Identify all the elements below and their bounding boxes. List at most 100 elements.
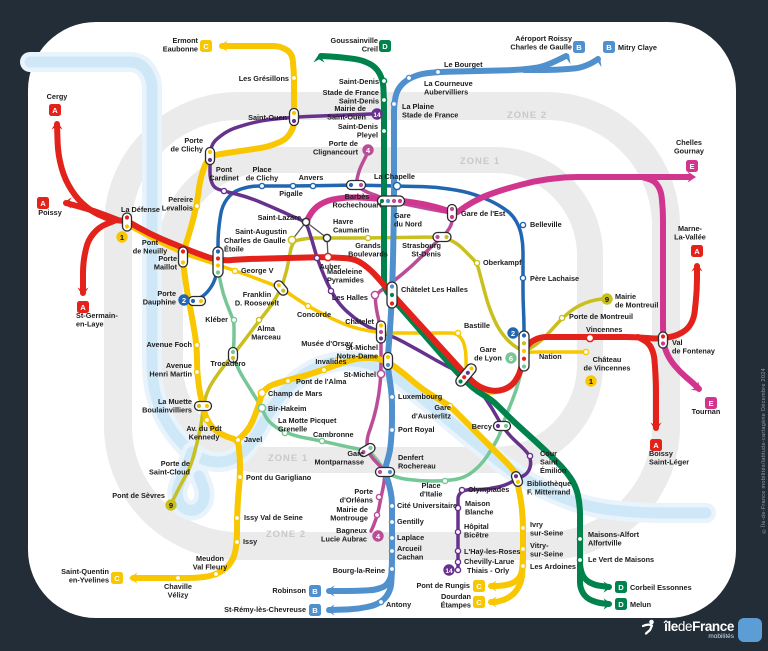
line-badge-C: C bbox=[473, 596, 485, 608]
svg-text:A: A bbox=[80, 303, 86, 312]
station-label: Le Vert de Maisons bbox=[588, 555, 654, 564]
line-A bbox=[80, 218, 117, 296]
interchange-station bbox=[374, 466, 396, 478]
station-dot bbox=[236, 473, 244, 481]
terminus-arrow bbox=[687, 171, 696, 183]
line-badge-A: A bbox=[650, 439, 662, 451]
svg-text:E: E bbox=[708, 399, 713, 408]
station-dot bbox=[380, 96, 388, 104]
station-dot bbox=[582, 348, 590, 356]
interchange-station bbox=[177, 246, 189, 268]
zone-label: ZONE 2 bbox=[266, 529, 306, 540]
svg-text:C: C bbox=[476, 598, 482, 607]
line-badge-D: D bbox=[379, 40, 391, 52]
svg-text:A: A bbox=[40, 199, 46, 208]
station-dot bbox=[519, 274, 527, 282]
line-badge-B: B bbox=[603, 41, 615, 53]
river-seine bbox=[20, 52, 716, 523]
station-dot bbox=[258, 182, 266, 190]
station-dot bbox=[558, 314, 566, 322]
line-badge-B: B bbox=[573, 41, 585, 53]
station-label: Melun bbox=[630, 600, 651, 609]
station-dot bbox=[233, 514, 241, 522]
svg-text:B: B bbox=[606, 43, 612, 52]
terminus-arrow bbox=[77, 287, 89, 296]
station-dot bbox=[234, 436, 242, 444]
station-label: Antony bbox=[386, 600, 412, 609]
station-label: Pont de Sèvres bbox=[112, 491, 165, 500]
terminus-arrow bbox=[51, 121, 63, 130]
station-label: Cergy bbox=[47, 92, 69, 101]
line-badge-6: 6 bbox=[505, 352, 517, 364]
station-dot bbox=[388, 534, 396, 542]
station-dot bbox=[458, 486, 466, 494]
station-label: Gentilly bbox=[397, 517, 425, 526]
station-ring bbox=[376, 369, 386, 379]
line-D bbox=[318, 53, 387, 199]
interchange-station bbox=[518, 330, 530, 372]
interchange-station bbox=[345, 179, 367, 191]
svg-text:9: 9 bbox=[169, 501, 173, 510]
station-dot bbox=[220, 187, 228, 195]
station-label: Avenue Foch bbox=[146, 340, 192, 349]
idf-logo-icon bbox=[641, 618, 762, 642]
station-label: Les Halles bbox=[332, 293, 368, 302]
station-label: Thiais - Orly bbox=[467, 566, 510, 575]
station-dot bbox=[454, 528, 462, 536]
station-dot bbox=[233, 538, 241, 546]
station-dot bbox=[174, 574, 182, 582]
station-label: Gare de l'Est bbox=[461, 209, 506, 218]
station-label: Père Lachaise bbox=[530, 274, 579, 283]
station-label: La Défense bbox=[121, 205, 160, 214]
station-label: Les Grésillons bbox=[239, 74, 289, 83]
station-label: Port Royal bbox=[398, 425, 435, 434]
station-dot bbox=[289, 182, 297, 190]
interchange-station bbox=[376, 195, 406, 207]
station-label: Saint-Augustin bbox=[235, 227, 287, 236]
station-label: Olympiades bbox=[468, 485, 509, 494]
line-badge-4: 4 bbox=[372, 530, 384, 542]
svg-text:A: A bbox=[52, 106, 58, 115]
line-badge-E: E bbox=[705, 397, 717, 409]
station-label: Robinson bbox=[272, 586, 306, 595]
svg-text:D: D bbox=[618, 600, 624, 609]
zone-label: ZONE 2 bbox=[507, 110, 547, 121]
interchange-station bbox=[382, 351, 394, 371]
station-label: Vincennes bbox=[586, 325, 622, 334]
station-label: Pont de l'Alma bbox=[296, 377, 347, 386]
station-ring bbox=[370, 290, 380, 300]
station-label: Mitry Claye bbox=[618, 43, 657, 52]
station-label: Porte de Montreuil bbox=[569, 312, 633, 321]
idf-mobilites-logo: îledeFrance mobilités bbox=[640, 618, 762, 642]
station-dot bbox=[203, 416, 211, 424]
station-dot bbox=[380, 77, 388, 85]
station-dot bbox=[318, 437, 326, 445]
station-label: Pigalle bbox=[279, 189, 303, 198]
terminus-arrows bbox=[51, 40, 703, 616]
svg-text:4: 4 bbox=[376, 532, 381, 541]
line-badge-C: C bbox=[200, 40, 212, 52]
line-badge-A: A bbox=[37, 197, 49, 209]
interchange-station bbox=[446, 203, 458, 223]
svg-text:4: 4 bbox=[366, 146, 371, 155]
station-dot bbox=[388, 426, 396, 434]
station-dot bbox=[284, 377, 292, 385]
interchange-station bbox=[375, 320, 387, 344]
station-label: L'Haÿ-les-Roses bbox=[464, 547, 520, 556]
line-D bbox=[577, 553, 612, 607]
